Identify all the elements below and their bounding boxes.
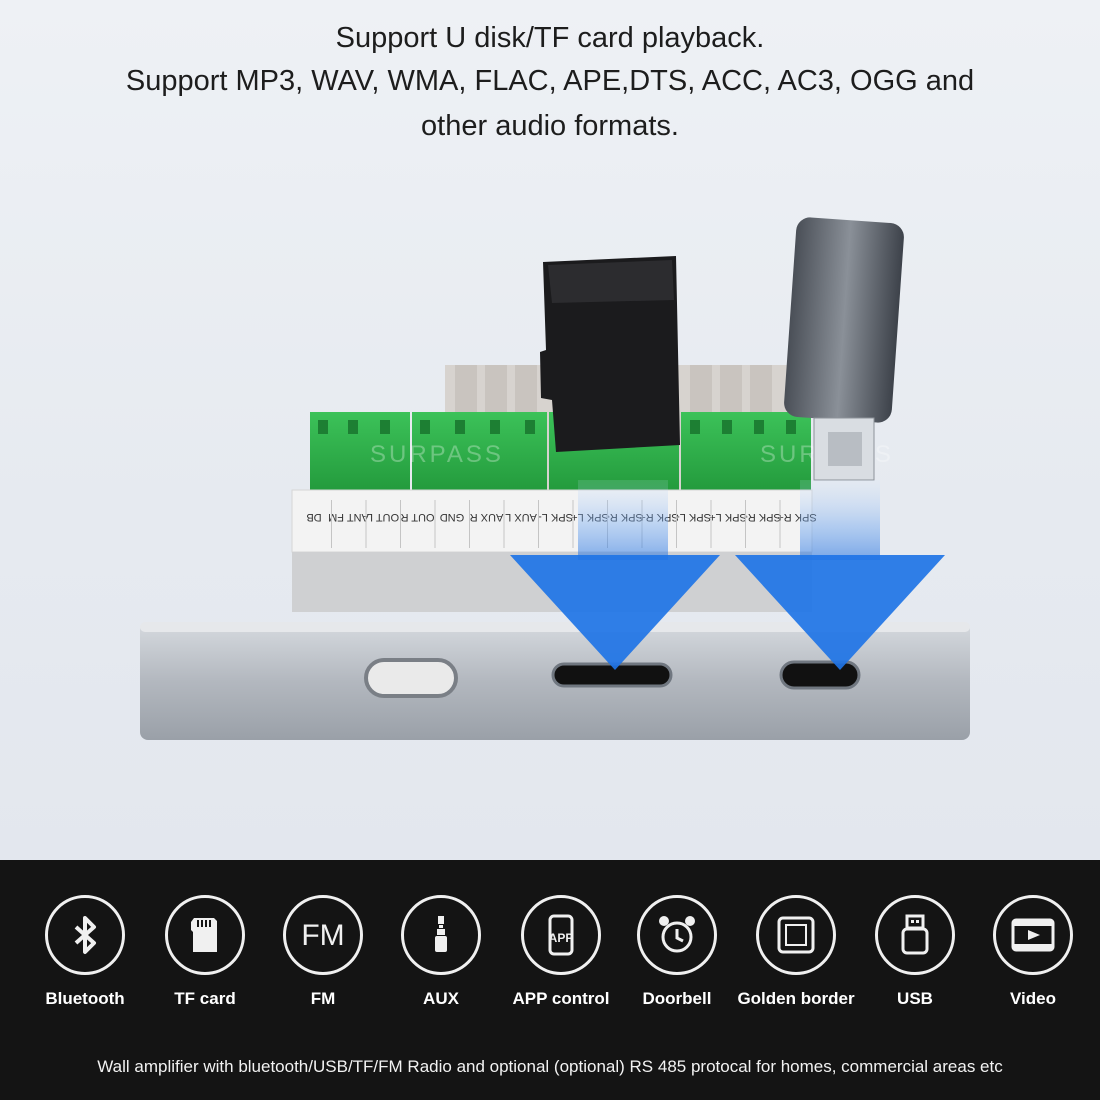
terminal-label: SPK R- [744,511,781,523]
insert-arrows [510,480,945,670]
terminal-label: SPK L- [538,511,573,523]
terminal-label: SPK L- [676,511,711,523]
video-icon [993,895,1073,975]
feature-label: Golden border [737,989,855,1008]
feature-item: USB [855,895,975,1009]
bluetooth-icon [45,895,125,975]
feature-label: Bluetooth [45,989,125,1008]
usb-drive-illustration [784,217,904,481]
terminal-label: OUT L [367,511,399,523]
panel-button-slot [364,658,458,698]
usb-icon [875,895,955,975]
feature-label: APP control [512,989,610,1008]
svg-text:APP: APP [549,931,574,945]
terminal-label: AUX R [470,511,504,523]
feature-item: Video [973,895,1093,1009]
headline-line-1: Support U disk/TF card playback. [335,22,765,54]
feature-item: Doorbell [617,895,737,1009]
product-showcase: Support U disk/TF card playback. Support… [0,0,1100,860]
feature-item: AUX [381,895,501,1009]
feature-label: Video [1010,989,1056,1008]
terminal-label: ANT FM [328,511,369,523]
feature-item: TF card [145,895,265,1009]
terminal-label: OUT R [400,511,434,523]
frame-icon [756,895,836,975]
terminal-label: DB [306,511,321,523]
feature-label: TF card [174,989,236,1008]
tf-card-slot [551,662,673,688]
alarm-bell-icon [637,895,717,975]
feature-label: AUX [423,989,459,1008]
terminal-label: SPK L+ [709,511,747,523]
feature-item: APP APP control [501,895,621,1009]
fm-icon: FM [283,895,363,975]
feature-label: FM [310,989,336,1008]
feature-item: Bluetooth [25,895,145,1009]
feature-item: Golden border [736,895,856,1009]
svg-text:FM: FM [301,919,344,952]
headline-line-3: other audio formats. [421,110,679,142]
terminal-label: GND [440,511,465,523]
aux-jack-icon [401,895,481,975]
footer-caption: Wall amplifier with bluetooth/USB/TF/FM … [97,1057,1003,1076]
tf-card-illustration [540,256,680,452]
feature-item: FM FM [263,895,383,1009]
app-phone-icon: APP [521,895,601,975]
terminal-label-strip [291,489,813,553]
tf-card-icon [165,895,245,975]
headline-line-2: Support MP3, WAV, WMA, FLAC, APE,DTS, AC… [125,65,975,97]
terminal-label: AUX L [505,511,537,523]
feature-bar: Bluetooth TF card FM FM AUX APP APP control Doo… [0,860,1100,1100]
feature-label: Doorbell [642,989,712,1008]
feature-label: USB [897,989,933,1008]
svg-text:SURPASS: SURPASS [370,441,504,468]
usb-port-slot [779,660,861,690]
